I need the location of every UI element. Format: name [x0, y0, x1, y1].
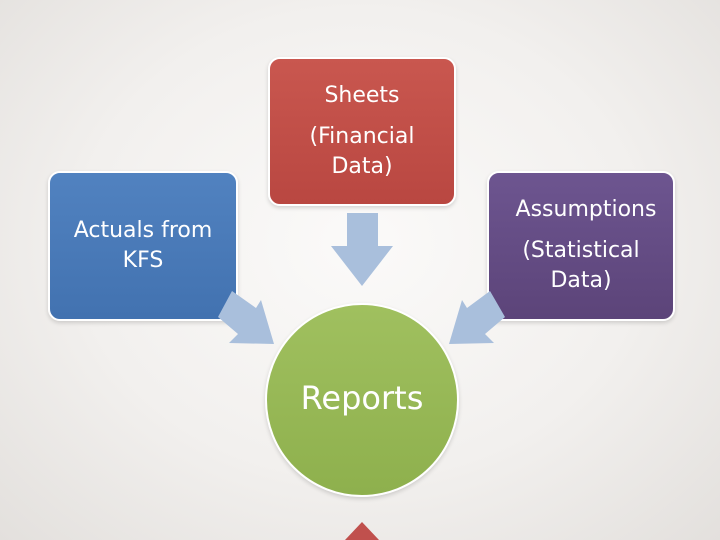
- arrow-actuals-to-reports: [218, 291, 274, 344]
- assumptions-label-line2: (Statistical: [522, 238, 640, 263]
- assumptions-label-line3: Data): [550, 268, 612, 293]
- arrow-assumptions-to-reports: [449, 291, 505, 344]
- sheets-node: [268, 57, 456, 206]
- assumptions-label-line1: Assumptions: [515, 197, 657, 222]
- reports-label: Reports: [300, 379, 424, 417]
- sheets-label-line1: Sheets: [324, 83, 400, 108]
- sheets-label-line3: Data): [331, 154, 393, 179]
- actuals-label-line1: Actuals from: [73, 218, 213, 243]
- assumptions-node: [487, 171, 675, 321]
- arrow-sheets-to-reports: [331, 213, 393, 286]
- bottom-triangle-shape: [345, 522, 379, 540]
- actuals-node: [48, 171, 238, 321]
- reports-node: [265, 303, 459, 497]
- sheets-label-line2: (Financial: [309, 124, 415, 149]
- actuals-label-line2: KFS: [122, 248, 164, 273]
